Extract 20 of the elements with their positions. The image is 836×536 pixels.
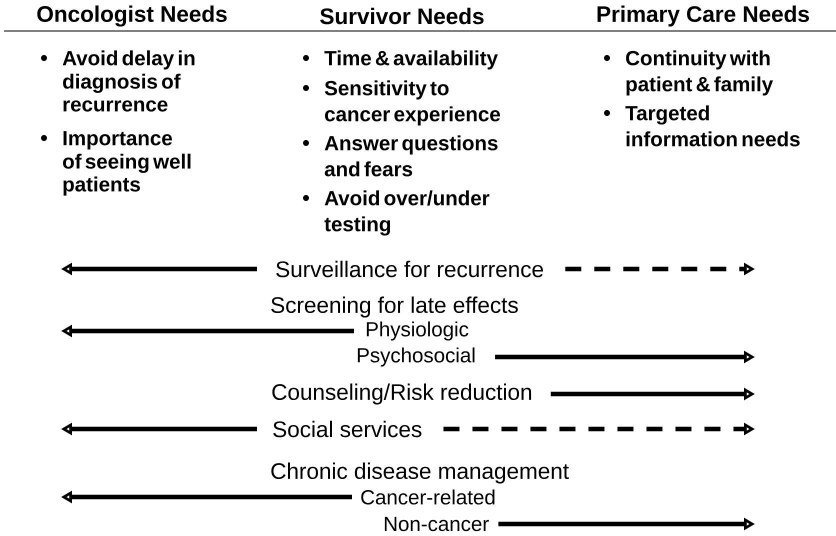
arrow-label: Physiologic <box>366 321 468 341</box>
bullet-item: Continuity with patient & family <box>626 50 773 96</box>
column-heading: Primary Care Needs <box>598 6 809 26</box>
bullet-item: Avoid delay in diagnosis of recurrence <box>62 50 194 112</box>
bullet-item: Sensitivity to cancer experience <box>324 80 500 126</box>
bullet-item: Importance of seeing well patients <box>63 131 190 196</box>
arrow-label: Social services <box>273 420 422 438</box>
bullet-item: Avoid over/under testing <box>324 190 490 236</box>
arrow-label: Counseling/Risk reduction <box>272 384 532 404</box>
column-heading: Oncologist Needs <box>37 5 227 27</box>
section-heading: Screening for late effects <box>271 296 518 318</box>
arrow-label: Non-cancer <box>384 516 489 532</box>
arrow-label: Surveillance for recurrence <box>276 260 543 278</box>
bullet-item: Time & availability <box>324 50 498 70</box>
column-heading: Survivor Needs <box>320 8 484 24</box>
section-heading: Chronic disease management <box>271 462 569 484</box>
bullet-item: Targeted information needs <box>625 105 800 146</box>
arrow-label: Psychosocial <box>358 347 474 367</box>
arrow-label: Cancer-related <box>361 489 494 505</box>
bullet-item: Answer questions and fears <box>324 135 498 176</box>
